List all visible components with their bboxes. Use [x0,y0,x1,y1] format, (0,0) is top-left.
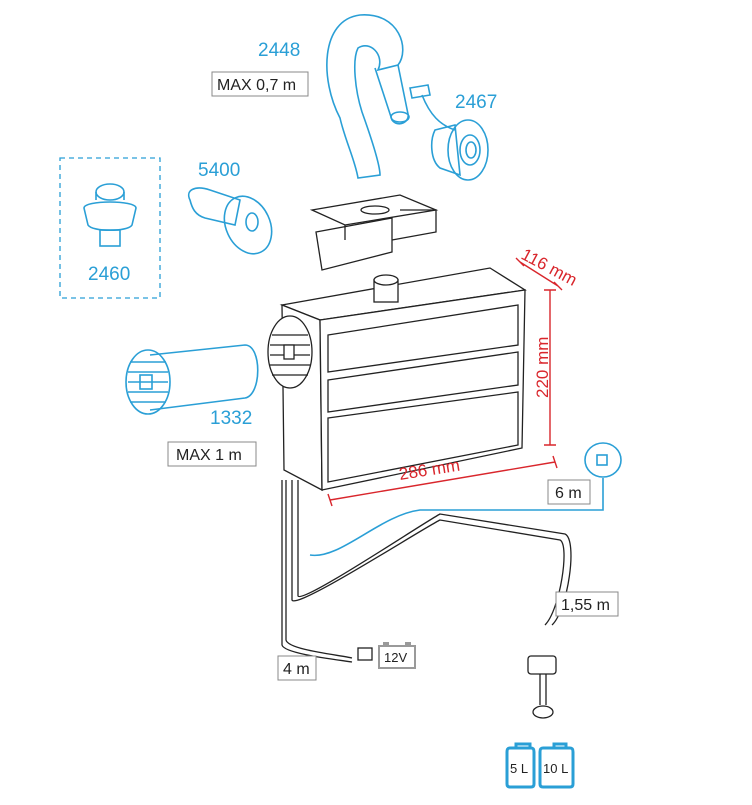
control-knob-2460 [83,183,137,247]
part-label-1332: 1332 [210,408,252,429]
height-dimension-line [544,289,556,446]
fuse-connector [357,647,373,661]
height-dimension: 220 mm [533,337,552,398]
exhaust-hose-2448 [326,14,410,179]
fuel-155m-label: 1,55 m [561,597,610,614]
tank-10l-icon [538,742,575,789]
max-07-label: MAX 0,7 m [217,77,296,94]
cable-4m-box [277,655,317,681]
tank-5l-label: 5 L [510,761,528,776]
part-label-2448: 2448 [258,40,300,61]
exhaust-outlet-2467 [409,84,489,181]
wiring-harness [281,480,572,663]
part-label-5400: 5400 [198,160,240,181]
max-1-box [167,441,257,467]
part-label-2460: 2460 [88,264,130,285]
battery-icon [378,642,416,669]
air-outlet-1332 [125,344,259,415]
fuel-pickup [527,655,557,719]
tank-5l-icon [505,742,536,789]
control-panel [309,442,622,557]
max-1-label: MAX 1 m [176,447,242,464]
depth-dimension-line [515,257,563,291]
heater-unit [267,267,527,492]
cable-6m-box [547,479,591,505]
optional-part-frame [59,157,161,299]
tank-10l-label: 10 L [543,761,568,776]
air-intake-5400 [188,187,273,255]
cable-4m-label: 4 m [283,661,310,678]
battery-label: 12V [384,650,407,665]
width-dimension-line [327,455,558,507]
fuel-155m-box [555,591,619,617]
part-label-2467: 2467 [455,92,497,113]
mounting-bracket [309,194,439,271]
cable-6m-label: 6 m [555,485,582,502]
max-07-box [211,71,309,97]
